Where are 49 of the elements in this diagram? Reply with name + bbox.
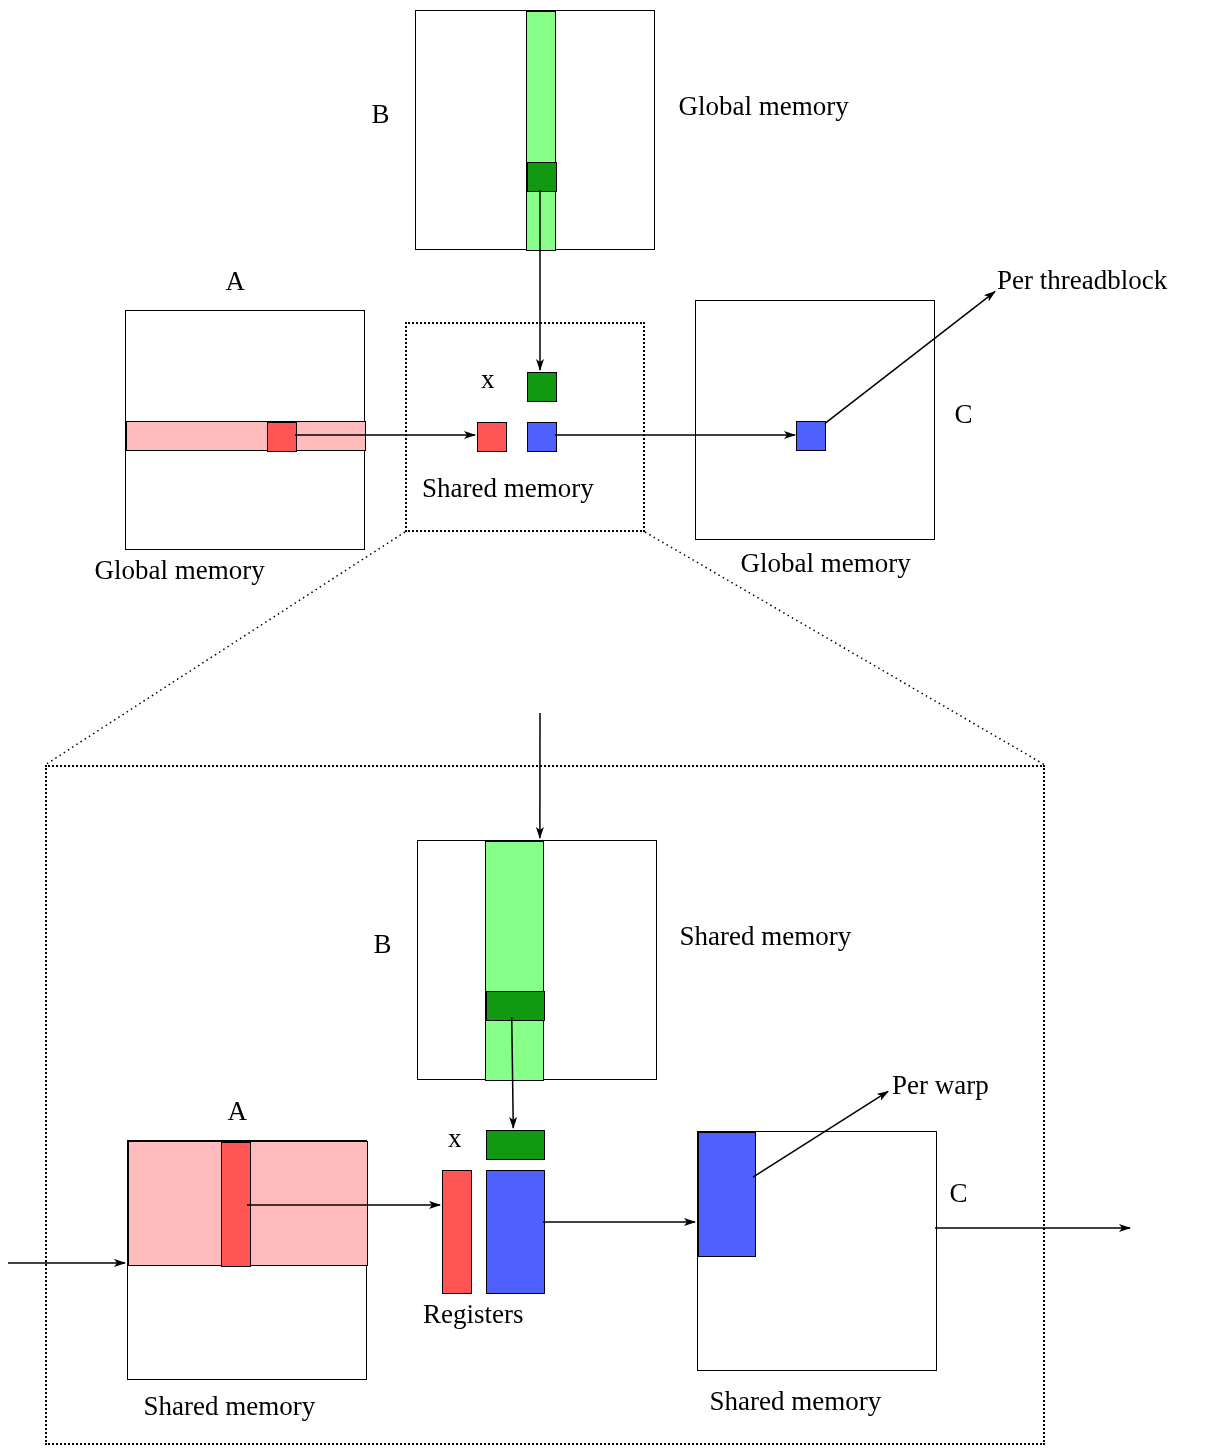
label: x [448,1125,462,1152]
memory-label: Global memory [740,549,911,577]
arrow [752,1090,889,1178]
tile [527,422,557,452]
memory-label: Global memory [678,92,849,120]
tile [698,1132,756,1257]
matrix-letter: A [225,267,245,295]
arrow [509,1016,518,1129]
tile [796,421,826,451]
memory-label: Shared memory [679,922,852,950]
annotation-text: Per warp [892,1072,989,1099]
annotation-text: Per threadblock [997,267,1168,294]
label: Registers [423,1301,524,1328]
arrow [294,431,476,439]
region-label: Shared memory [422,475,594,502]
zoom-line [644,531,1046,766]
register-tile [486,1130,545,1160]
register-tile [442,1170,472,1294]
arrow [824,290,996,425]
column-strip [485,841,544,1081]
arrow [535,712,544,839]
memory-label: Shared memory [143,1392,316,1420]
arrow [554,431,796,439]
matrix-letter: B [371,100,390,128]
row-block [128,1141,368,1266]
tile [267,422,297,452]
memory-label: Global memory [94,556,265,584]
label: x [481,366,495,393]
tile [486,991,545,1021]
arrow [542,1218,696,1226]
register-tile [486,1170,545,1294]
matrix-letter: C [954,400,973,428]
arrow [246,1200,441,1209]
arrow [536,189,544,371]
row-strip [126,421,366,451]
matrix-letter: C [949,1179,968,1207]
matrix-letter: B [373,930,392,958]
tile [221,1142,251,1267]
tile [527,162,557,192]
column-strip [526,11,556,251]
tile [527,372,557,402]
shared-memory-region [405,322,645,532]
matrix-letter: A [227,1097,247,1125]
tile [477,422,507,452]
arrow [7,1258,126,1267]
arrow [934,1224,1131,1232]
zoom-line [44,531,406,766]
memory-label: Shared memory [709,1387,882,1415]
zoom-region [45,765,1045,1445]
